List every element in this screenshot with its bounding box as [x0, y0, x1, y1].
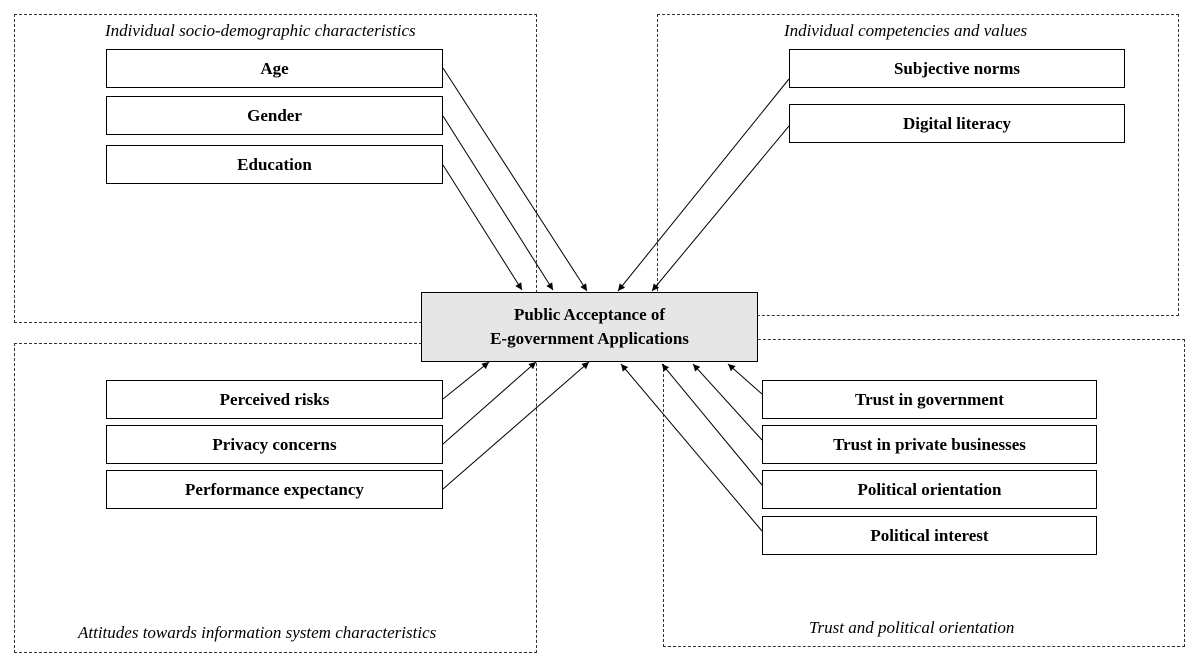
group-title-attitudes: Attitudes towards information system cha…	[78, 623, 437, 642]
arrow-performance-expectancy	[442, 361, 590, 490]
factor-education: Education	[106, 145, 443, 184]
public-acceptance-line1: Public Acceptance of	[513, 305, 666, 324]
public-acceptance-line2: E-government Applications	[490, 329, 689, 348]
factor-gender: Gender	[106, 96, 443, 135]
arrow-political-interest	[620, 363, 763, 532]
factor-perceived-risks: Perceived risks	[106, 380, 443, 419]
arrow-political-orientation	[661, 363, 763, 486]
group-title-socio-demographic: Individual socio-demographic characteris…	[105, 21, 416, 40]
group-socio-demographic	[14, 14, 537, 323]
factor-trust-government: Trust in government	[762, 380, 1097, 419]
arrow-privacy-concerns	[442, 361, 537, 445]
arrow-trust-private	[692, 363, 763, 441]
factor-digital-literacy: Digital literacy	[789, 104, 1125, 143]
arrow-education	[442, 164, 523, 291]
arrow-trust-government	[727, 363, 763, 395]
group-title-competencies: Individual competencies and values	[784, 21, 1028, 40]
group-title-trust: Trust and political orientation	[809, 618, 1015, 637]
factor-trust-private-businesses: Trust in private businesses	[762, 425, 1097, 464]
factor-privacy-concerns: Privacy concerns	[106, 425, 443, 464]
arrow-digital-literacy	[651, 125, 790, 292]
factor-age: Age	[106, 49, 443, 88]
arrow-age	[442, 67, 588, 292]
factor-subjective-norms: Subjective norms	[789, 49, 1125, 88]
group-competencies-values	[657, 14, 1179, 316]
arrow-subjective-norms	[617, 78, 790, 292]
group-trust-political	[663, 339, 1185, 647]
factor-political-orientation: Political orientation	[762, 470, 1097, 509]
group-attitudes	[14, 343, 537, 653]
public-acceptance-box: Public Acceptance of E-government Applic…	[421, 292, 758, 362]
arrow-perceived-risks	[442, 361, 490, 400]
factor-performance-expectancy: Performance expectancy	[106, 470, 443, 509]
factor-political-interest: Political interest	[762, 516, 1097, 555]
arrow-gender	[442, 115, 554, 291]
